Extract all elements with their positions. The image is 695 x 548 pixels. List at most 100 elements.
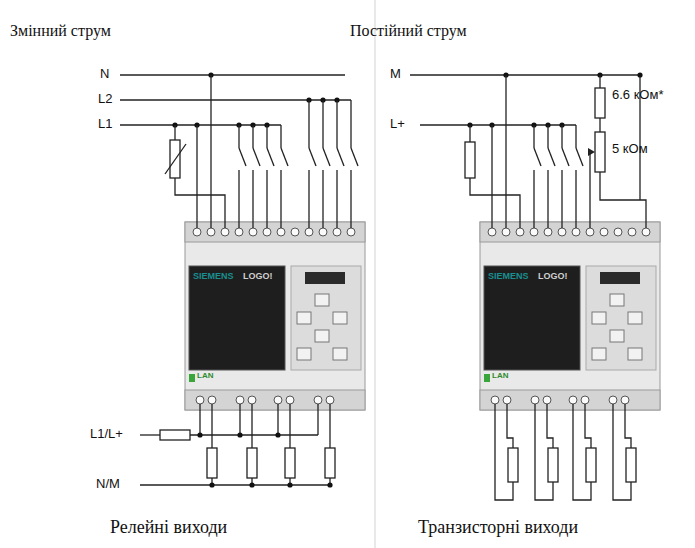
switch-contact <box>323 148 330 166</box>
logo-module: SIEMENSLOGO! <box>480 222 660 410</box>
terminal-screw <box>207 228 215 236</box>
key-button <box>610 330 624 342</box>
switch-contact <box>281 148 288 166</box>
key-button <box>592 348 606 360</box>
terminal-screw <box>558 228 566 236</box>
switch-contact <box>337 148 344 166</box>
wire <box>410 74 640 75</box>
wire <box>491 125 492 228</box>
junction-dot <box>287 482 292 487</box>
product-name: LOGO! <box>243 272 273 281</box>
wire <box>289 404 290 448</box>
line-name: L+ <box>390 117 405 131</box>
terminal-screw <box>236 396 244 404</box>
key-button <box>333 348 347 360</box>
switch-wire <box>350 170 351 228</box>
wire <box>507 404 513 448</box>
wire <box>585 404 591 448</box>
switch-contact <box>562 148 569 166</box>
resistor-value: 6.6 кОм* <box>612 88 663 102</box>
wire <box>420 124 576 125</box>
terminal-screw <box>531 396 539 404</box>
module-housing <box>185 222 365 410</box>
wire <box>120 99 351 100</box>
terminal-screw <box>333 228 341 236</box>
switch-wire <box>350 100 351 148</box>
switch-wire <box>561 170 562 228</box>
terminal-screw <box>314 396 322 404</box>
wire <box>174 125 175 140</box>
wire <box>196 125 197 228</box>
load-resistor <box>586 448 596 482</box>
wire <box>277 404 278 435</box>
terminal-screw <box>516 228 524 236</box>
mini-display <box>305 272 345 284</box>
wire <box>199 404 200 435</box>
wire <box>251 404 252 448</box>
module-housing <box>480 222 660 410</box>
wiper-wire <box>590 152 592 228</box>
port-label: LAN <box>492 372 508 381</box>
line-name: L1 <box>98 117 112 131</box>
terminal-screw <box>600 228 608 236</box>
panel-divider <box>374 0 375 548</box>
line-name: M <box>390 67 401 81</box>
switch-wire <box>533 170 534 228</box>
switch-wire <box>308 100 309 148</box>
switch-wire <box>575 170 576 228</box>
keypad-panel <box>291 266 361 370</box>
switch-wire <box>547 125 548 148</box>
terminal-strip <box>185 222 365 242</box>
switch-contact <box>351 148 358 166</box>
display-panel <box>484 266 580 370</box>
wire <box>175 178 225 228</box>
switch-wire <box>238 170 239 228</box>
terminal-screw <box>326 396 334 404</box>
terminal-strip <box>480 222 660 242</box>
key-button <box>592 312 606 324</box>
wire <box>470 178 520 228</box>
terminal-screw <box>291 228 299 236</box>
terminal-screw <box>277 228 285 236</box>
port-label: LAN <box>197 372 213 381</box>
switch-wire <box>266 170 267 228</box>
terminal-screw <box>221 228 229 236</box>
junction-dot <box>327 482 332 487</box>
line-name: L2 <box>98 92 112 106</box>
wire <box>547 404 553 448</box>
wire <box>120 124 281 125</box>
junction-dot <box>249 482 254 487</box>
fuse-symbol <box>160 430 190 440</box>
switch-wire <box>322 100 323 148</box>
terminal-screw <box>569 396 577 404</box>
load-resistor <box>548 448 558 482</box>
switch-wire <box>280 170 281 228</box>
terminal-screw <box>208 396 216 404</box>
wire <box>120 74 345 75</box>
terminal-screw <box>263 228 271 236</box>
wire <box>469 125 470 142</box>
switch-wire <box>266 125 267 148</box>
switch-wire <box>322 170 323 228</box>
junction-dot <box>197 432 202 437</box>
key-button <box>628 312 642 324</box>
led <box>484 374 490 382</box>
switch-wire <box>336 100 337 148</box>
terminal-screw <box>193 228 201 236</box>
output-type-label: Релейні виходи <box>110 518 227 538</box>
wire <box>505 75 506 228</box>
terminal-screw <box>196 396 204 404</box>
wire <box>599 75 600 88</box>
key-button <box>628 348 642 360</box>
load-resistor <box>247 448 257 478</box>
junction-dot <box>237 432 242 437</box>
line-name: N <box>100 67 109 81</box>
keypad-panel <box>586 266 656 370</box>
logo-module: SIEMENSLOGO! <box>185 222 365 410</box>
switch-wire <box>575 125 576 148</box>
switch-wire <box>336 170 337 228</box>
wire <box>599 118 600 132</box>
terminal-screw <box>586 228 594 236</box>
load-resistor <box>325 448 335 478</box>
